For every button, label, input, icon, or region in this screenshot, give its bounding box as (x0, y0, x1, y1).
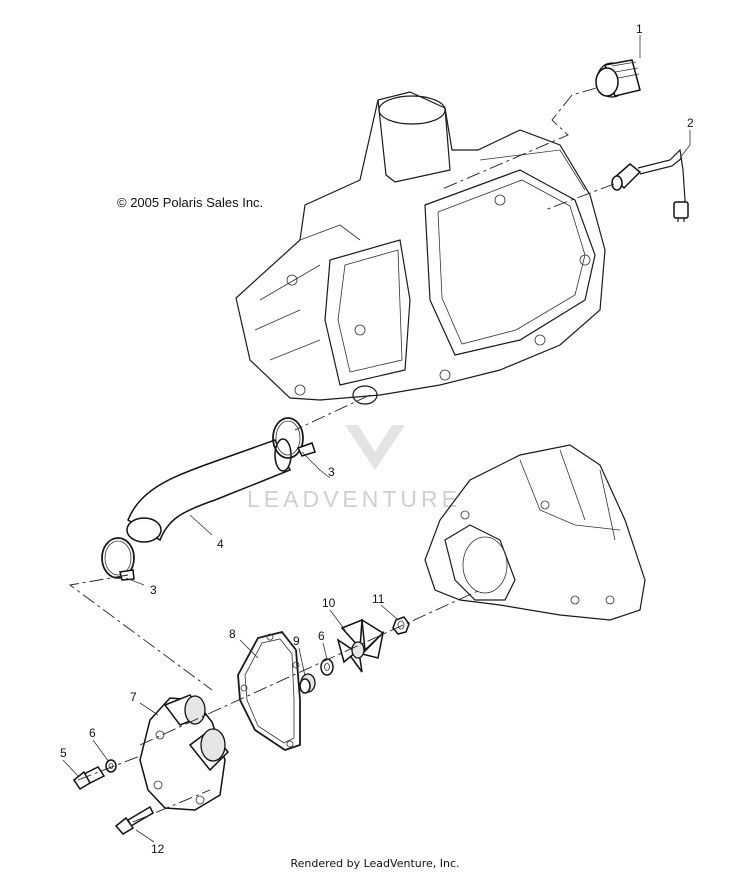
callout-9: 9 (293, 634, 300, 648)
callout-2: 2 (687, 116, 694, 130)
callout-8: 8 (229, 627, 236, 641)
part-10-impeller (336, 618, 385, 673)
part-6-washer-lower (105, 759, 117, 773)
part-8-gasket (237, 630, 301, 751)
callout-labels: 1 2 3 3 4 5 6 6 7 8 9 10 11 12 (60, 22, 694, 856)
engine-head-illustration (235, 91, 606, 405)
callout-10: 10 (322, 596, 336, 610)
callout-leader-lines (62, 35, 691, 843)
callout-3-lower: 3 (150, 583, 157, 597)
part-7-water-pump-cover (139, 694, 230, 811)
callout-12: 12 (151, 842, 165, 856)
part-2-temperature-sensor (611, 148, 689, 222)
watermark-text: LEADVENTURE (247, 486, 461, 512)
assembly-centerlines (68, 87, 615, 823)
render-credit-footer: Rendered by LeadVenture, Inc. (290, 857, 460, 870)
callout-6-lower: 6 (89, 726, 96, 740)
callout-6-upper: 6 (318, 629, 325, 643)
part-4-coolant-hose (126, 438, 292, 543)
part-11-nut (392, 616, 410, 635)
callout-4: 4 (217, 537, 224, 551)
part-9-seal (299, 673, 316, 694)
callout-1: 1 (636, 22, 643, 36)
callout-5: 5 (60, 746, 67, 760)
callout-3-upper: 3 (328, 465, 335, 479)
copyright-notice: © 2005 Polaris Sales Inc. (117, 195, 264, 210)
part-12-bolt (114, 805, 154, 835)
engine-crankcase-illustration (424, 444, 646, 621)
part-1-thermostat (595, 59, 641, 98)
callout-7: 7 (130, 690, 137, 704)
part-3-hose-clamp-lower (101, 537, 135, 581)
callout-11: 11 (372, 592, 385, 606)
leadventure-watermark: LEADVENTURE (247, 425, 461, 512)
part-5-bolt (72, 766, 106, 791)
